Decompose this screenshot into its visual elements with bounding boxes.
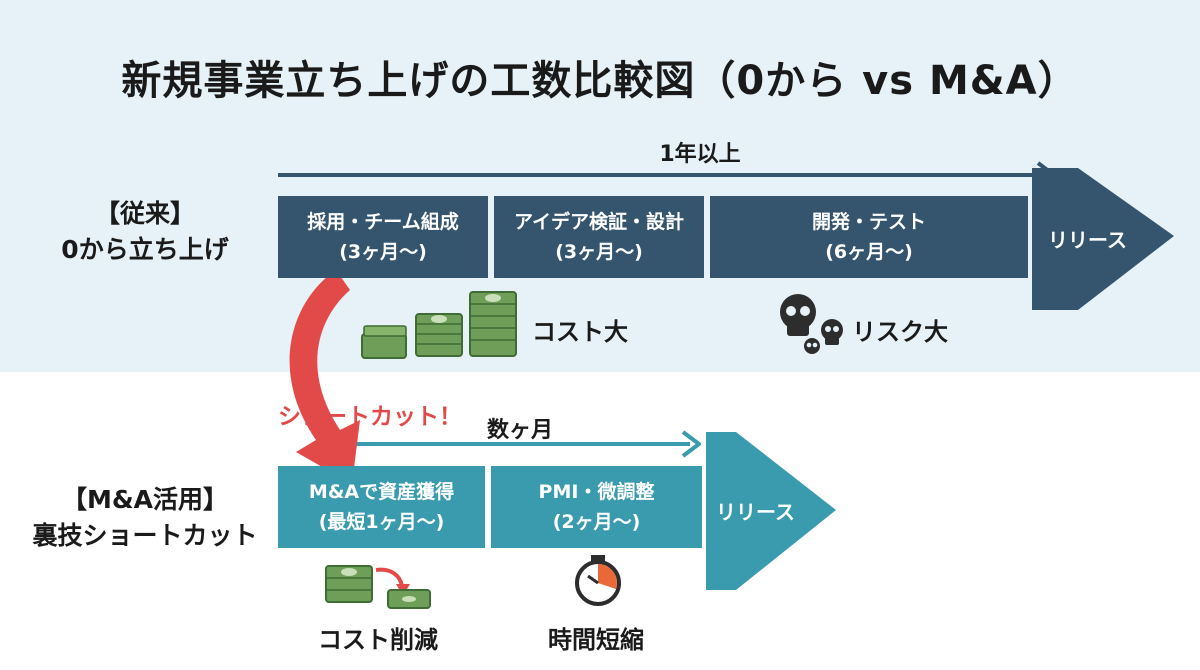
money-reduction-icon — [325, 565, 431, 609]
traditional-phase-3: 開発・テスト (6ヶ月〜) — [710, 196, 1028, 278]
stopwatch-icon — [575, 555, 621, 606]
phase-name: M&Aで資産獲得 — [308, 481, 455, 503]
ma-phase-1: M&Aで資産獲得 (最短1ヶ月〜) — [278, 466, 485, 548]
traditional-phase-2: アイデア検証・設計 (3ヶ月〜) — [494, 196, 704, 278]
phase-period: (3ヶ月〜) — [555, 241, 643, 263]
top-band-background — [0, 0, 1200, 372]
traditional-row-label: 【従来】 0から立ち上げ — [30, 196, 260, 268]
traditional-release-label: リリース — [1048, 228, 1127, 252]
ma-phase-2: PMI・微調整 (2ヶ月〜) — [491, 466, 702, 548]
ma-row-label: 【M&A活用】 裏技ショートカット — [20, 482, 270, 554]
cost-large-label: コスト大 — [532, 318, 628, 346]
phase-period: (6ヶ月〜) — [825, 241, 913, 263]
ma-duration-arrowhead — [681, 430, 701, 458]
phase-period: (3ヶ月〜) — [339, 241, 427, 263]
traditional-duration-label: 1年以上 — [659, 142, 741, 167]
ma-duration-label: 数ヶ月 — [486, 418, 553, 443]
phase-period: (2ヶ月〜) — [552, 511, 641, 533]
risk-large-label: リスク大 — [852, 318, 948, 346]
ma-arrow-head — [706, 432, 836, 590]
traditional-phase-1: 採用・チーム組成 (3ヶ月〜) — [278, 196, 488, 278]
ma-label-line2: 裏技ショートカット — [32, 521, 258, 550]
phase-name: PMI・微調整 — [538, 481, 655, 503]
skulls-icon — [780, 294, 843, 354]
time-saving-label: 時間短縮 — [548, 626, 644, 654]
traditional-duration-arrowhead — [1036, 161, 1056, 189]
phase-name: 採用・チーム組成 — [307, 211, 459, 233]
phase-name: アイデア検証・設計 — [513, 211, 685, 233]
traditional-label-line1: 【従来】 — [94, 199, 195, 228]
phase-period: (最短1ヶ月〜) — [318, 511, 445, 533]
phase-name: 開発・テスト — [811, 211, 926, 233]
traditional-arrow-head — [1032, 168, 1174, 310]
traditional-label-line2: 0から立ち上げ — [61, 235, 229, 264]
shortcut-label: ショートカット！ — [278, 404, 462, 430]
cost-reduction-label: コスト削減 — [318, 626, 438, 654]
money-stacks-icon — [361, 291, 517, 359]
ma-release-label: リリース — [716, 500, 795, 524]
ma-label-line1: 【M&A活用】 — [61, 485, 229, 514]
shortcut-arrow-icon — [289, 270, 360, 484]
page-title: 新規事業立ち上げの工数比較図（0から vs M&A） — [121, 58, 1079, 104]
